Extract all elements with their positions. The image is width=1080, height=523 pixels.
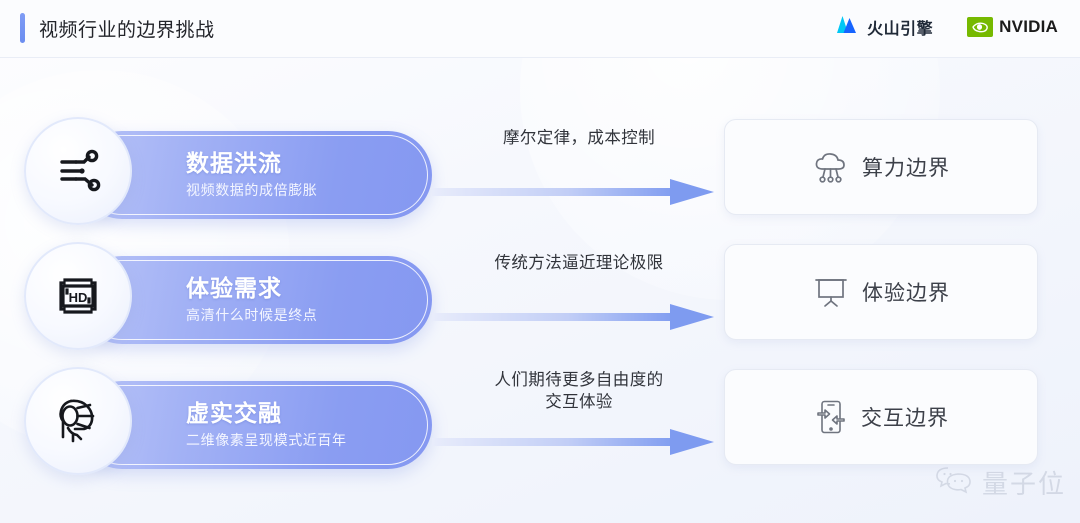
challenge-row: 数据洪流 视频数据的成倍膨胀 (0, 117, 1080, 233)
cloud-compute-icon (812, 150, 850, 184)
arrow-label: 人们期待更多自由度的 交互体验 (444, 369, 714, 414)
arrow-graphic (432, 302, 714, 332)
challenge-icon-circle (24, 367, 132, 475)
challenge-pill-text: 体验需求 高清什么时候是终点 (186, 275, 317, 325)
boundary-card-group: 体验边界 (720, 242, 1070, 358)
circuit-nodes-icon (52, 145, 104, 197)
challenge-subtitle: 高清什么时候是终点 (186, 307, 318, 324)
volcano-engine-label: 火山引擎 (867, 20, 934, 38)
boundary-card-group: 算力边界 (720, 117, 1070, 233)
page-title-group: 视频行业的边界挑战 (20, 13, 215, 43)
challenge-pill-text: 虚实交融 二维像素呈现模式近百年 (186, 400, 347, 450)
vr-headset-icon (51, 395, 105, 447)
nvidia-wordmark: NVIDIA (999, 16, 1058, 36)
title-accent-bar (20, 13, 25, 43)
content-rows: 数据洪流 视频数据的成倍膨胀 (0, 57, 1080, 523)
challenge-pill[interactable]: 体验需求 高清什么时候是终点 (78, 256, 432, 344)
arrow-label-line2: 交互体验 (545, 393, 613, 412)
boundary-card[interactable]: 交互边界 (724, 369, 1038, 465)
challenge-pill-group: 体验需求 高清什么时候是终点 (24, 242, 434, 358)
svg-text:HD: HD (69, 290, 88, 305)
arrow-label-line1: 传统方法逼近理论极限 (494, 254, 664, 272)
boundary-card-label: 算力边界 (862, 157, 950, 180)
volcano-mountain-icon (836, 14, 860, 39)
challenge-arrow-group: 摩尔定律，成本控制 (432, 117, 714, 233)
challenge-icon-circle (24, 117, 132, 225)
challenge-pill[interactable]: 虚实交融 二维像素呈现模式近百年 (78, 381, 432, 469)
logo-group: 火山引擎 NVIDIA (836, 14, 1058, 39)
volcano-engine-logo: 火山引擎 (836, 14, 933, 39)
arrow-label-line1: 人们期待更多自由度的 (494, 371, 664, 389)
challenge-pill-text: 数据洪流 视频数据的成倍膨胀 (186, 150, 317, 200)
challenge-title: 数据洪流 (186, 149, 282, 176)
boundary-card-label: 交互边界 (861, 407, 949, 430)
boundary-card-label: 体验边界 (862, 282, 950, 305)
arrow-label: 摩尔定律，成本控制 (444, 127, 714, 149)
challenge-row: 虚实交融 二维像素呈现模式近百年 (0, 367, 1080, 483)
challenge-arrow-group: 传统方法逼近理论极限 (432, 242, 714, 358)
challenge-title: 体验需求 (186, 274, 282, 301)
arrow-label-line1: 摩尔定律，成本控制 (502, 129, 656, 147)
boundary-card-group: 交互边界 (720, 367, 1070, 483)
hd-screen-icon: HD (52, 273, 104, 319)
nvidia-logo: NVIDIA (967, 16, 1058, 37)
arrow-label: 传统方法逼近理论极限 (444, 252, 714, 274)
page-title: 视频行业的边界挑战 (39, 19, 215, 41)
arrow-graphic (432, 427, 714, 457)
challenge-icon-circle: HD (24, 242, 132, 350)
arrow-graphic (432, 177, 714, 207)
nvidia-eye-icon (967, 16, 994, 37)
page-header: 视频行业的边界挑战 火山引擎 NVIDIA (0, 0, 1080, 58)
phone-interaction-icon (813, 399, 849, 435)
challenge-title: 虚实交融 (186, 399, 282, 426)
challenge-pill-group: 数据洪流 视频数据的成倍膨胀 (24, 117, 434, 233)
challenge-row: 体验需求 高清什么时候是终点 (0, 242, 1080, 358)
challenge-pill[interactable]: 数据洪流 视频数据的成倍膨胀 (78, 131, 432, 219)
challenge-pill-group: 虚实交融 二维像素呈现模式近百年 (24, 367, 434, 483)
projector-screen-icon (812, 275, 850, 309)
challenge-subtitle: 二维像素呈现模式近百年 (186, 432, 347, 449)
boundary-card[interactable]: 算力边界 (724, 119, 1038, 215)
challenge-subtitle: 视频数据的成倍膨胀 (186, 182, 318, 199)
challenge-arrow-group: 人们期待更多自由度的 交互体验 (432, 367, 714, 483)
boundary-card[interactable]: 体验边界 (724, 244, 1038, 340)
